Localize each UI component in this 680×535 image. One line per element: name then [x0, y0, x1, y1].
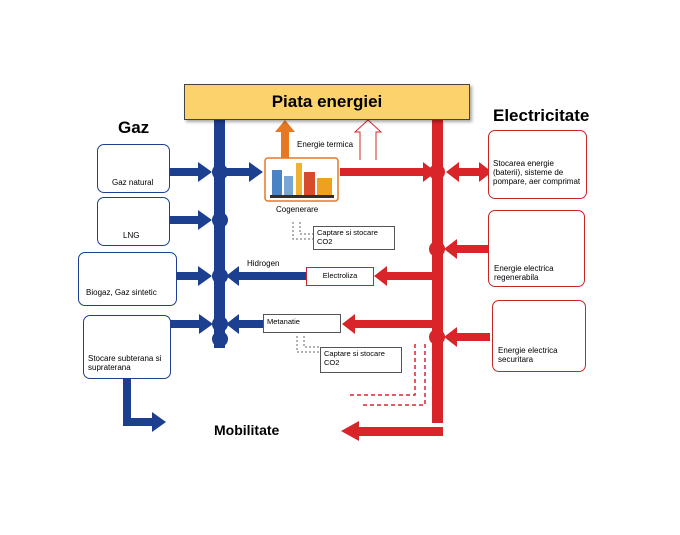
electric-card-secure — [492, 300, 586, 372]
gas-source-card-natural-gas — [97, 144, 170, 193]
thermal-arrows — [275, 119, 383, 160]
cogeneration-label: Cogenerare — [276, 205, 319, 214]
electric-source-label: Energie electrica regenerabila — [494, 264, 554, 283]
electric-card-renewable — [488, 210, 585, 287]
gas-source-card-lng — [97, 197, 170, 246]
gas-source-label: Gaz natural — [112, 178, 154, 187]
electrolysis-box: Electroliza — [306, 267, 374, 286]
electric-network — [340, 118, 492, 441]
co2-capture-box-2: Captare si stocare CO2 — [320, 347, 402, 373]
dashed-mobility-line — [350, 344, 426, 406]
gas-source-label: Biogaz, Gaz sintetic — [86, 288, 157, 297]
methanation-box: Metanatie — [263, 314, 341, 333]
energy-market-title: Piata energiei — [184, 84, 470, 120]
gas-source-label: Stocare subterana si supraterana — [88, 354, 162, 373]
mobility-heading: Mobilitate — [214, 422, 280, 438]
cogeneration-icon — [264, 157, 339, 202]
co2-capture-box-1: Captare si stocare CO2 — [313, 226, 395, 250]
thermal-energy-label: Energie termica — [297, 140, 354, 149]
electricity-heading: Electricitate — [493, 106, 590, 125]
electric-source-label: Stocarea energie (baterii), sisteme de p… — [493, 159, 581, 187]
co2-connectors — [292, 222, 320, 353]
electric-card-storage — [488, 130, 587, 199]
hydrogen-label: Hidrogen — [247, 259, 280, 268]
electric-source-label: Energie electrica securitara — [498, 346, 558, 365]
gas-source-card-storage — [83, 315, 171, 379]
gas-source-label: LNG — [123, 231, 140, 240]
gas-heading: Gaz — [118, 118, 150, 137]
gas-source-card-biogas — [78, 252, 177, 306]
